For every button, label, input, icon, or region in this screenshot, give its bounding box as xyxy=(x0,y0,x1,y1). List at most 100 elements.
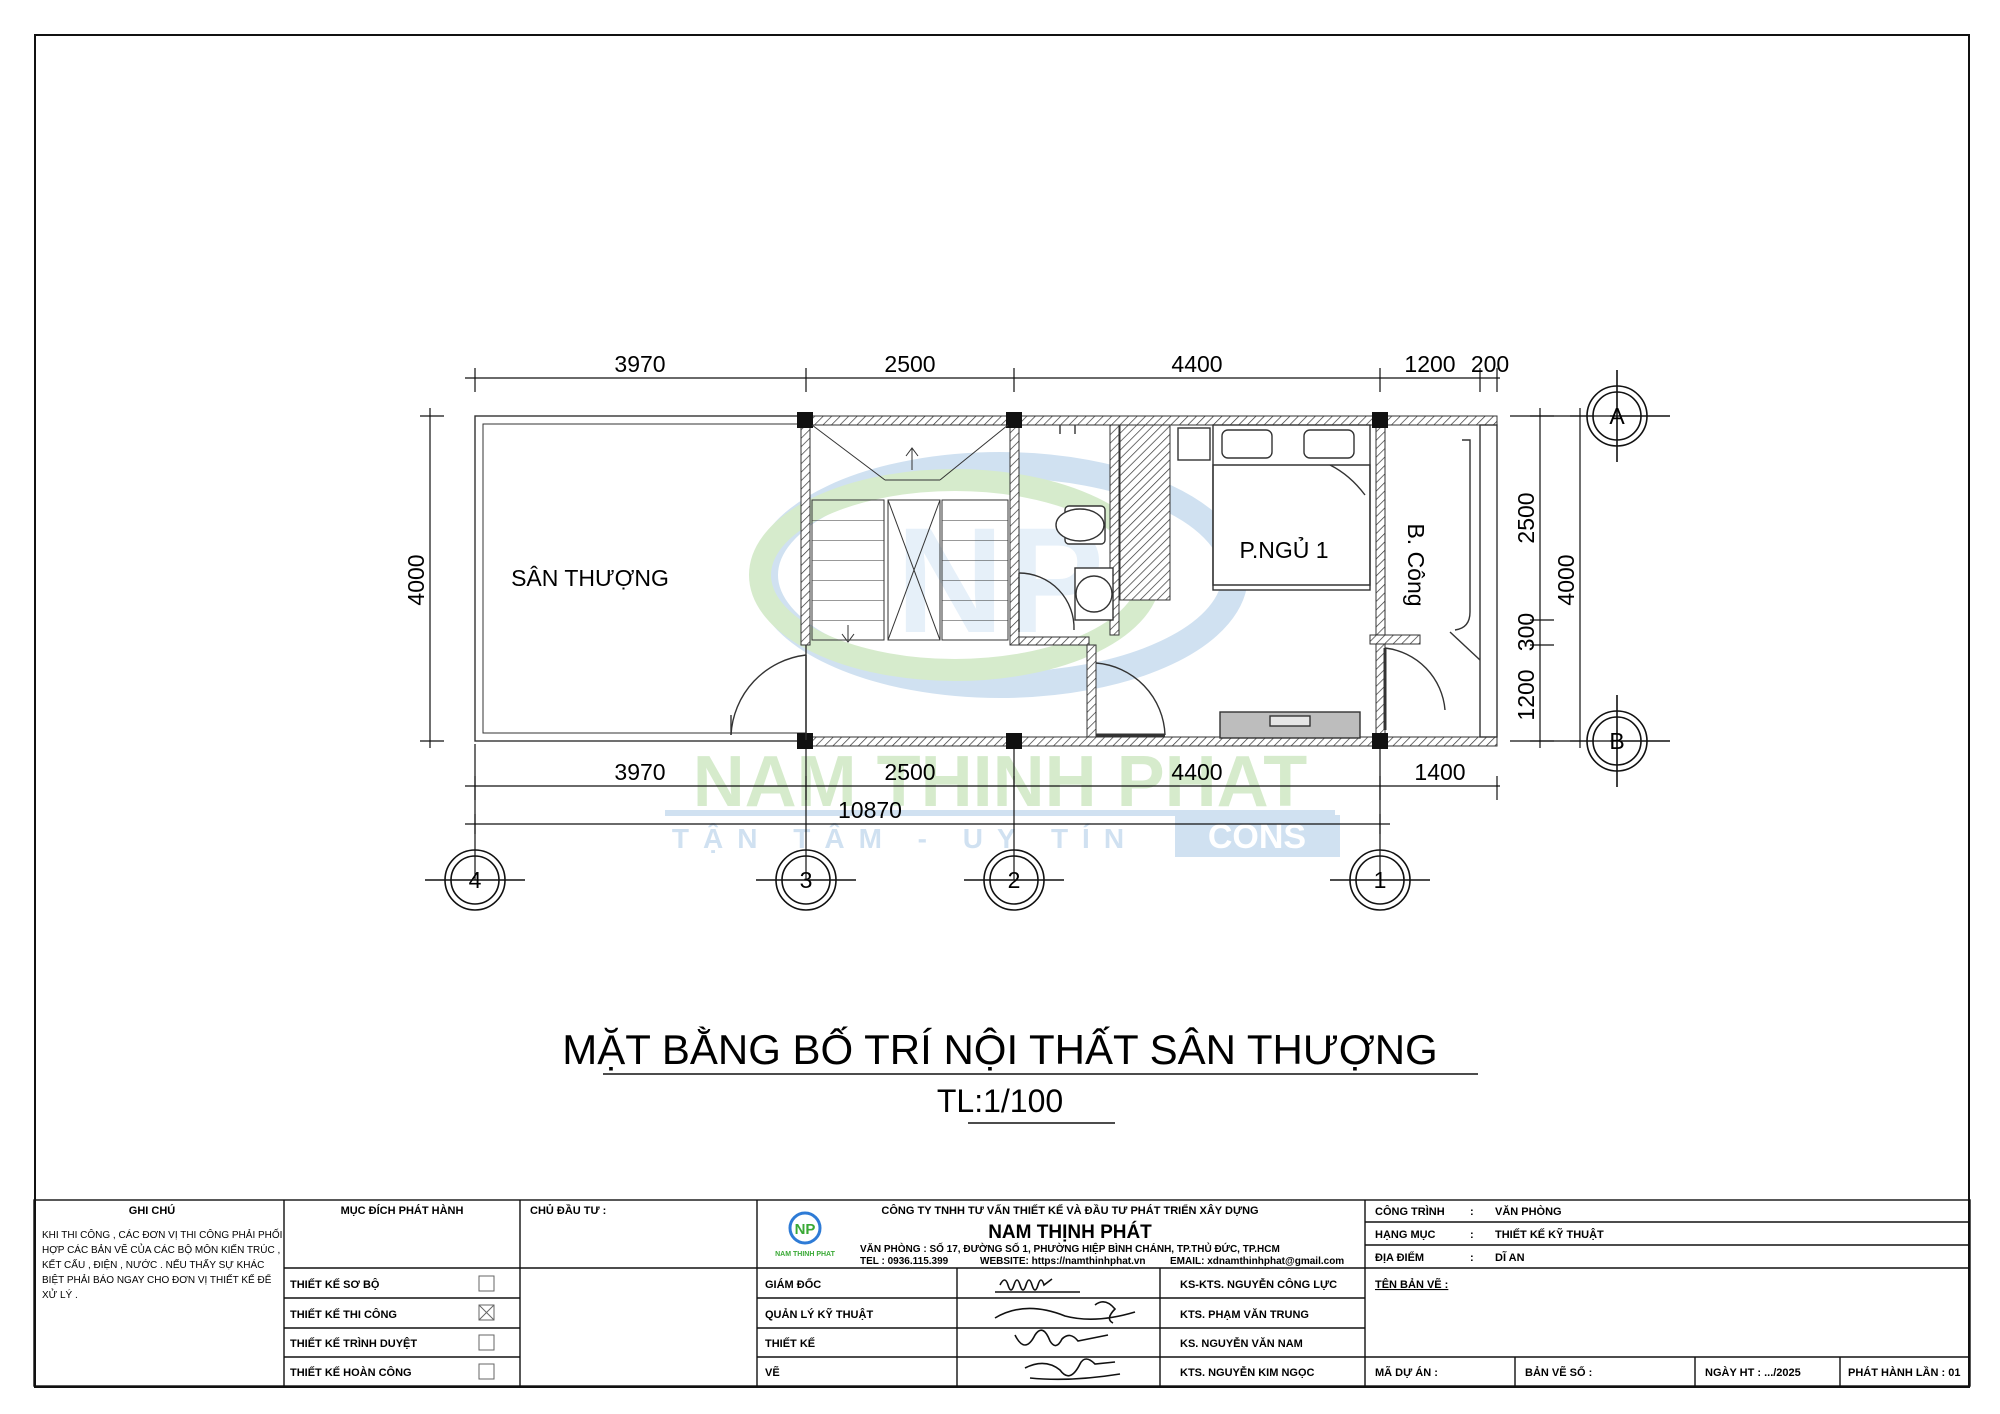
top-dim-4: 1200 xyxy=(1404,351,1455,377)
signature-name: KS. NGUYỄN VĂN NAM xyxy=(1180,1337,1303,1350)
signature-role: QUẢN LÝ KỸ THUẬT xyxy=(765,1308,873,1321)
notes-header: GHI CHÚ xyxy=(129,1204,176,1217)
purpose-checkboxes xyxy=(478,1275,495,1380)
notes-line: HỢP CÁC BẢN VẼ CỦA CÁC BỘ MÔN KIẾN TRÚC … xyxy=(42,1243,280,1256)
wall-bottom-balcony xyxy=(1379,736,1498,747)
checkbox-so-bo[interactable] xyxy=(478,1275,495,1292)
issue-label: PHÁT HÀNH LẦN : 01 xyxy=(1848,1366,1960,1379)
owner-label: CHỦ ĐẦU TƯ : xyxy=(530,1204,606,1217)
axis-b: B xyxy=(1609,728,1624,754)
wall-stair-left xyxy=(800,424,811,646)
wall-top-balcony xyxy=(1379,415,1498,426)
column xyxy=(797,412,813,428)
top-dim-1: 3970 xyxy=(614,351,665,377)
column xyxy=(1372,412,1388,428)
bottom-dimensions xyxy=(465,744,1500,880)
checkbox-thi-cong[interactable] xyxy=(478,1304,495,1321)
bottom-dim-4: 1400 xyxy=(1414,759,1465,785)
watermark-brand: NAM THINH PHAT xyxy=(693,742,1308,822)
right-dim-2: 300 xyxy=(1513,613,1539,651)
project-sep: : xyxy=(1470,1229,1474,1241)
column xyxy=(797,733,813,749)
purpose-item-label: THIẾT KẾ TRÌNH DUYỆT xyxy=(290,1337,417,1350)
tv xyxy=(1269,715,1311,727)
wall-bedroom-right xyxy=(1375,424,1386,636)
project-code-label: MÃ DỰ ÁN : xyxy=(1375,1366,1438,1379)
column xyxy=(1372,733,1388,749)
room-label-balcony: B. Công xyxy=(1403,523,1429,606)
signature-ql-ky-thuat xyxy=(994,1301,1136,1324)
company-name: CÔNG TY TNHH TƯ VẤN THIẾT KẾ VÀ ĐẦU TƯ P… xyxy=(881,1204,1258,1217)
doors xyxy=(730,439,1481,740)
side-dimensions xyxy=(420,408,1610,748)
wall-stair-right xyxy=(1009,424,1020,646)
bottom-dim-2: 2500 xyxy=(884,759,935,785)
project-value: DĨ AN xyxy=(1495,1251,1525,1264)
company-brand: NAM THỊNH PHÁT xyxy=(988,1221,1152,1243)
sheet-no-label: BẢN VẼ SỐ : xyxy=(1525,1365,1592,1379)
purpose-item-label: THIẾT KẾ HOÀN CÔNG xyxy=(290,1366,412,1379)
notes-line: KẾT CẤU , ĐIỆN , NƯỚC . NẾU THẤY SỰ KHÁC xyxy=(42,1258,264,1271)
room-label-terrace: SÂN THƯỢNG xyxy=(511,565,669,591)
company-office: VĂN PHÒNG : SỐ 17, ĐƯỜNG SỐ 1, PHƯỜNG HI… xyxy=(860,1241,1280,1255)
logo-letters: NP xyxy=(795,1221,816,1238)
right-dim-3: 1200 xyxy=(1513,669,1539,720)
project-sep: : xyxy=(1470,1206,1474,1218)
title-block xyxy=(33,1199,1971,1387)
axis-2: 2 xyxy=(1008,867,1021,893)
bottom-dim-1: 3970 xyxy=(614,759,665,785)
signature-name: KS-KTS. NGUYỄN CÔNG LỰC xyxy=(1180,1278,1337,1291)
bathroom-fixtures xyxy=(1055,425,1114,621)
watermark-underline xyxy=(665,810,1335,816)
purpose-header: MỤC ĐÍCH PHÁT HÀNH xyxy=(341,1204,464,1217)
notes-line: XỬ LÝ . xyxy=(42,1288,78,1301)
checkbox-hoan-cong[interactable] xyxy=(478,1363,495,1380)
drawing-sheet-border xyxy=(34,34,1970,1388)
company-tel: TEL : 0936.115.399 xyxy=(860,1256,949,1267)
wall-balcony-ledge xyxy=(1369,634,1421,645)
watermark-slogan: TẬN TÂM - UY TÍN xyxy=(672,823,1138,854)
top-dim-3: 4400 xyxy=(1171,351,1222,377)
axis-3: 3 xyxy=(800,867,813,893)
wall-bath-lower xyxy=(1086,644,1097,738)
purpose-item-label: THIẾT KẾ SƠ BỘ xyxy=(290,1278,380,1291)
top-dim-5: 200 xyxy=(1471,351,1509,377)
wall-closet xyxy=(1119,424,1171,601)
column xyxy=(1006,733,1022,749)
pillow xyxy=(1303,429,1355,459)
pillow xyxy=(1221,429,1273,459)
project-label: ĐỊA ĐIỂM xyxy=(1375,1251,1424,1264)
logo-text: NAM THINH PHAT xyxy=(775,1251,835,1258)
signature-role: THIẾT KẾ xyxy=(765,1337,815,1350)
balcony-railing xyxy=(1479,424,1498,738)
floor-plan xyxy=(474,412,1498,749)
total-dim: 10870 xyxy=(838,797,902,823)
notes-line: KHI THI CÔNG , CÁC ĐƠN VỊ THI CÔNG PHẢI … xyxy=(42,1227,282,1241)
signature-role: GIÁM ĐỐC xyxy=(765,1277,821,1291)
column xyxy=(1006,412,1022,428)
signature-giam-doc xyxy=(999,1278,1053,1291)
checkbox-trinh-duyet[interactable] xyxy=(478,1334,495,1351)
room-label-bedroom: P.NGỦ 1 xyxy=(1239,535,1328,563)
bottom-dim-3: 4400 xyxy=(1171,759,1222,785)
top-dimensions xyxy=(465,368,1500,392)
project-sep: : xyxy=(1470,1252,1474,1264)
bedroom-furniture xyxy=(1177,424,1371,739)
purpose-item-label: THIẾT KẾ THI CÔNG xyxy=(290,1308,397,1321)
notes-line: BIỆT PHẢI BÁO NGAY CHO ĐƠN VỊ THIẾT KẾ Đ… xyxy=(42,1273,272,1286)
signature-name: KTS. PHẠM VĂN TRUNG xyxy=(1180,1308,1309,1321)
toilet-bowl xyxy=(1055,508,1105,542)
drawing-scale: TL:1/100 xyxy=(937,1083,1063,1119)
sink-basin xyxy=(1075,575,1113,613)
axis-1: 1 xyxy=(1374,867,1387,893)
right-dim-1: 2500 xyxy=(1513,492,1539,543)
staircase xyxy=(811,424,1009,643)
sheet-name-label: TÊN BẢN VẼ : xyxy=(1375,1278,1448,1291)
left-dim: 4000 xyxy=(403,554,429,605)
project-value: THIẾT KẾ KỸ THUẬT xyxy=(1495,1228,1604,1241)
signature-role: VẼ xyxy=(765,1366,780,1379)
company-logo: NP NAM THINH PHAT xyxy=(775,1211,836,1258)
axis-bubbles xyxy=(425,370,1670,911)
axis-a: A xyxy=(1609,403,1625,429)
